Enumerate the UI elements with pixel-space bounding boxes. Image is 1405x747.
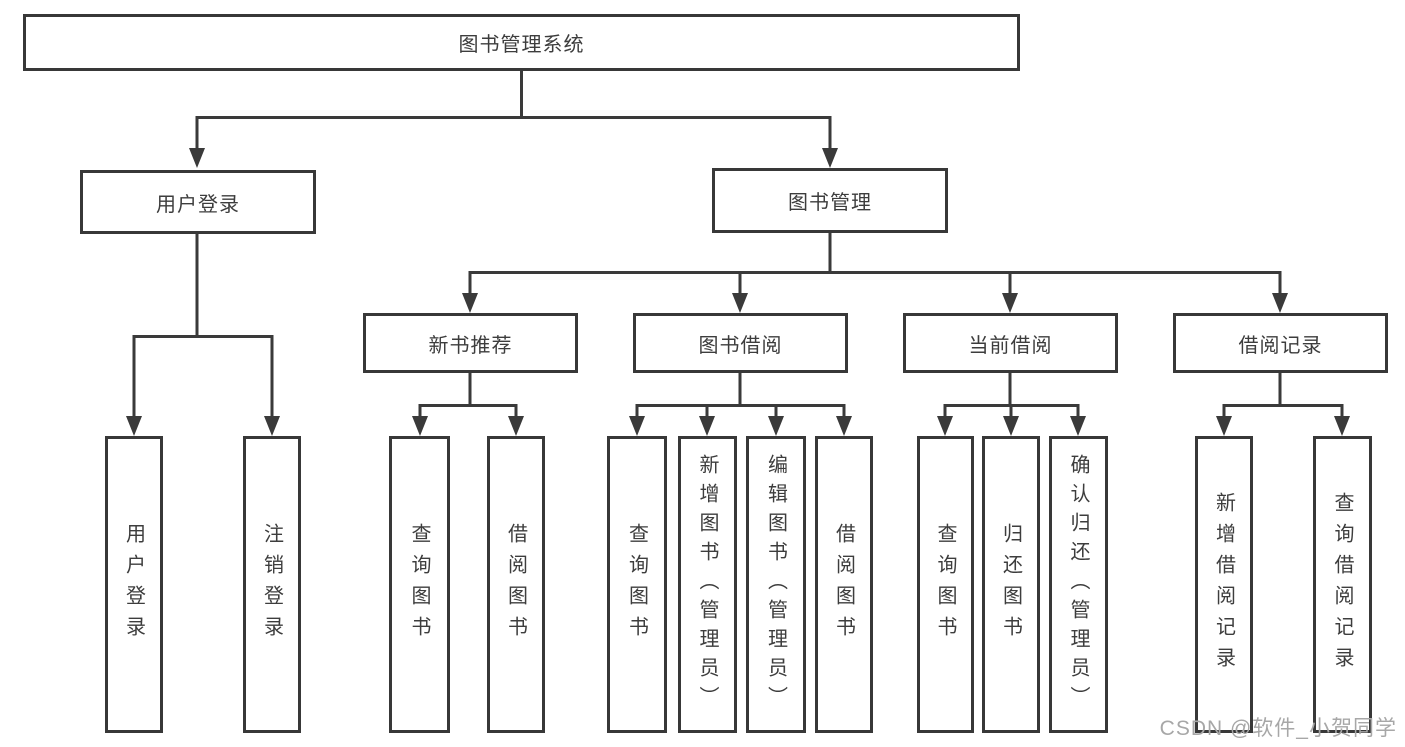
watermark: CSDN @软件_小贺同学 — [1159, 717, 1397, 740]
node-user-login-leaf: 用户登录 — [105, 436, 163, 733]
node-edit-books-admin: 编辑图书（管理员） — [746, 436, 806, 733]
node-current-borrow: 当前借阅 — [903, 313, 1118, 373]
node-label: 注销登录 — [260, 522, 283, 647]
node-user-login: 用户登录 — [80, 170, 316, 234]
node-borrow-books-2: 借阅图书 — [815, 436, 873, 733]
node-label: 新增借阅记录 — [1212, 491, 1235, 678]
node-label: 查询借阅记录 — [1331, 491, 1353, 678]
node-label: 查询图书 — [625, 522, 648, 647]
node-label: 新书推荐 — [428, 334, 513, 357]
node-label: 用户登录 — [156, 193, 240, 216]
node-label: 确认归还（管理员） — [1067, 454, 1089, 715]
node-return-books: 归还图书 — [982, 436, 1040, 733]
node-label: 编辑图书（管理员） — [764, 454, 787, 715]
node-confirm-return-admin: 确认归还（管理员） — [1049, 436, 1108, 733]
node-label: 查询图书 — [934, 522, 956, 647]
node-query-books-3: 查询图书 — [917, 436, 974, 733]
node-logout: 注销登录 — [243, 436, 301, 733]
node-label: 借阅图书 — [504, 522, 527, 647]
node-book-management: 图书管理 — [712, 168, 948, 233]
node-label: 图书管理 — [788, 192, 872, 214]
node-label: 新增图书（管理员） — [696, 454, 718, 715]
node-add-books-admin: 新增图书（管理员） — [678, 436, 737, 733]
node-borrow-records: 借阅记录 — [1173, 313, 1388, 373]
node-label: 当前借阅 — [968, 334, 1053, 357]
node-label: 图书管理系统 — [458, 34, 585, 56]
node-query-borrow-record: 查询借阅记录 — [1313, 436, 1372, 733]
node-label: 图书借阅 — [698, 334, 783, 357]
node-borrow-books-1: 借阅图书 — [487, 436, 545, 733]
node-book-borrow: 图书借阅 — [633, 313, 848, 373]
node-query-books-2: 查询图书 — [607, 436, 667, 733]
node-query-books-1: 查询图书 — [389, 436, 450, 733]
node-label: 查询图书 — [408, 522, 430, 647]
node-new-book-recommend: 新书推荐 — [363, 313, 578, 373]
node-add-borrow-record: 新增借阅记录 — [1195, 436, 1253, 733]
node-label: 归还图书 — [999, 522, 1022, 647]
node-label: 用户登录 — [122, 522, 145, 647]
node-library-management-system: 图书管理系统 — [23, 14, 1020, 71]
node-label: 借阅图书 — [832, 522, 855, 647]
node-label: 借阅记录 — [1238, 334, 1323, 357]
arrowheads — [126, 148, 1350, 436]
